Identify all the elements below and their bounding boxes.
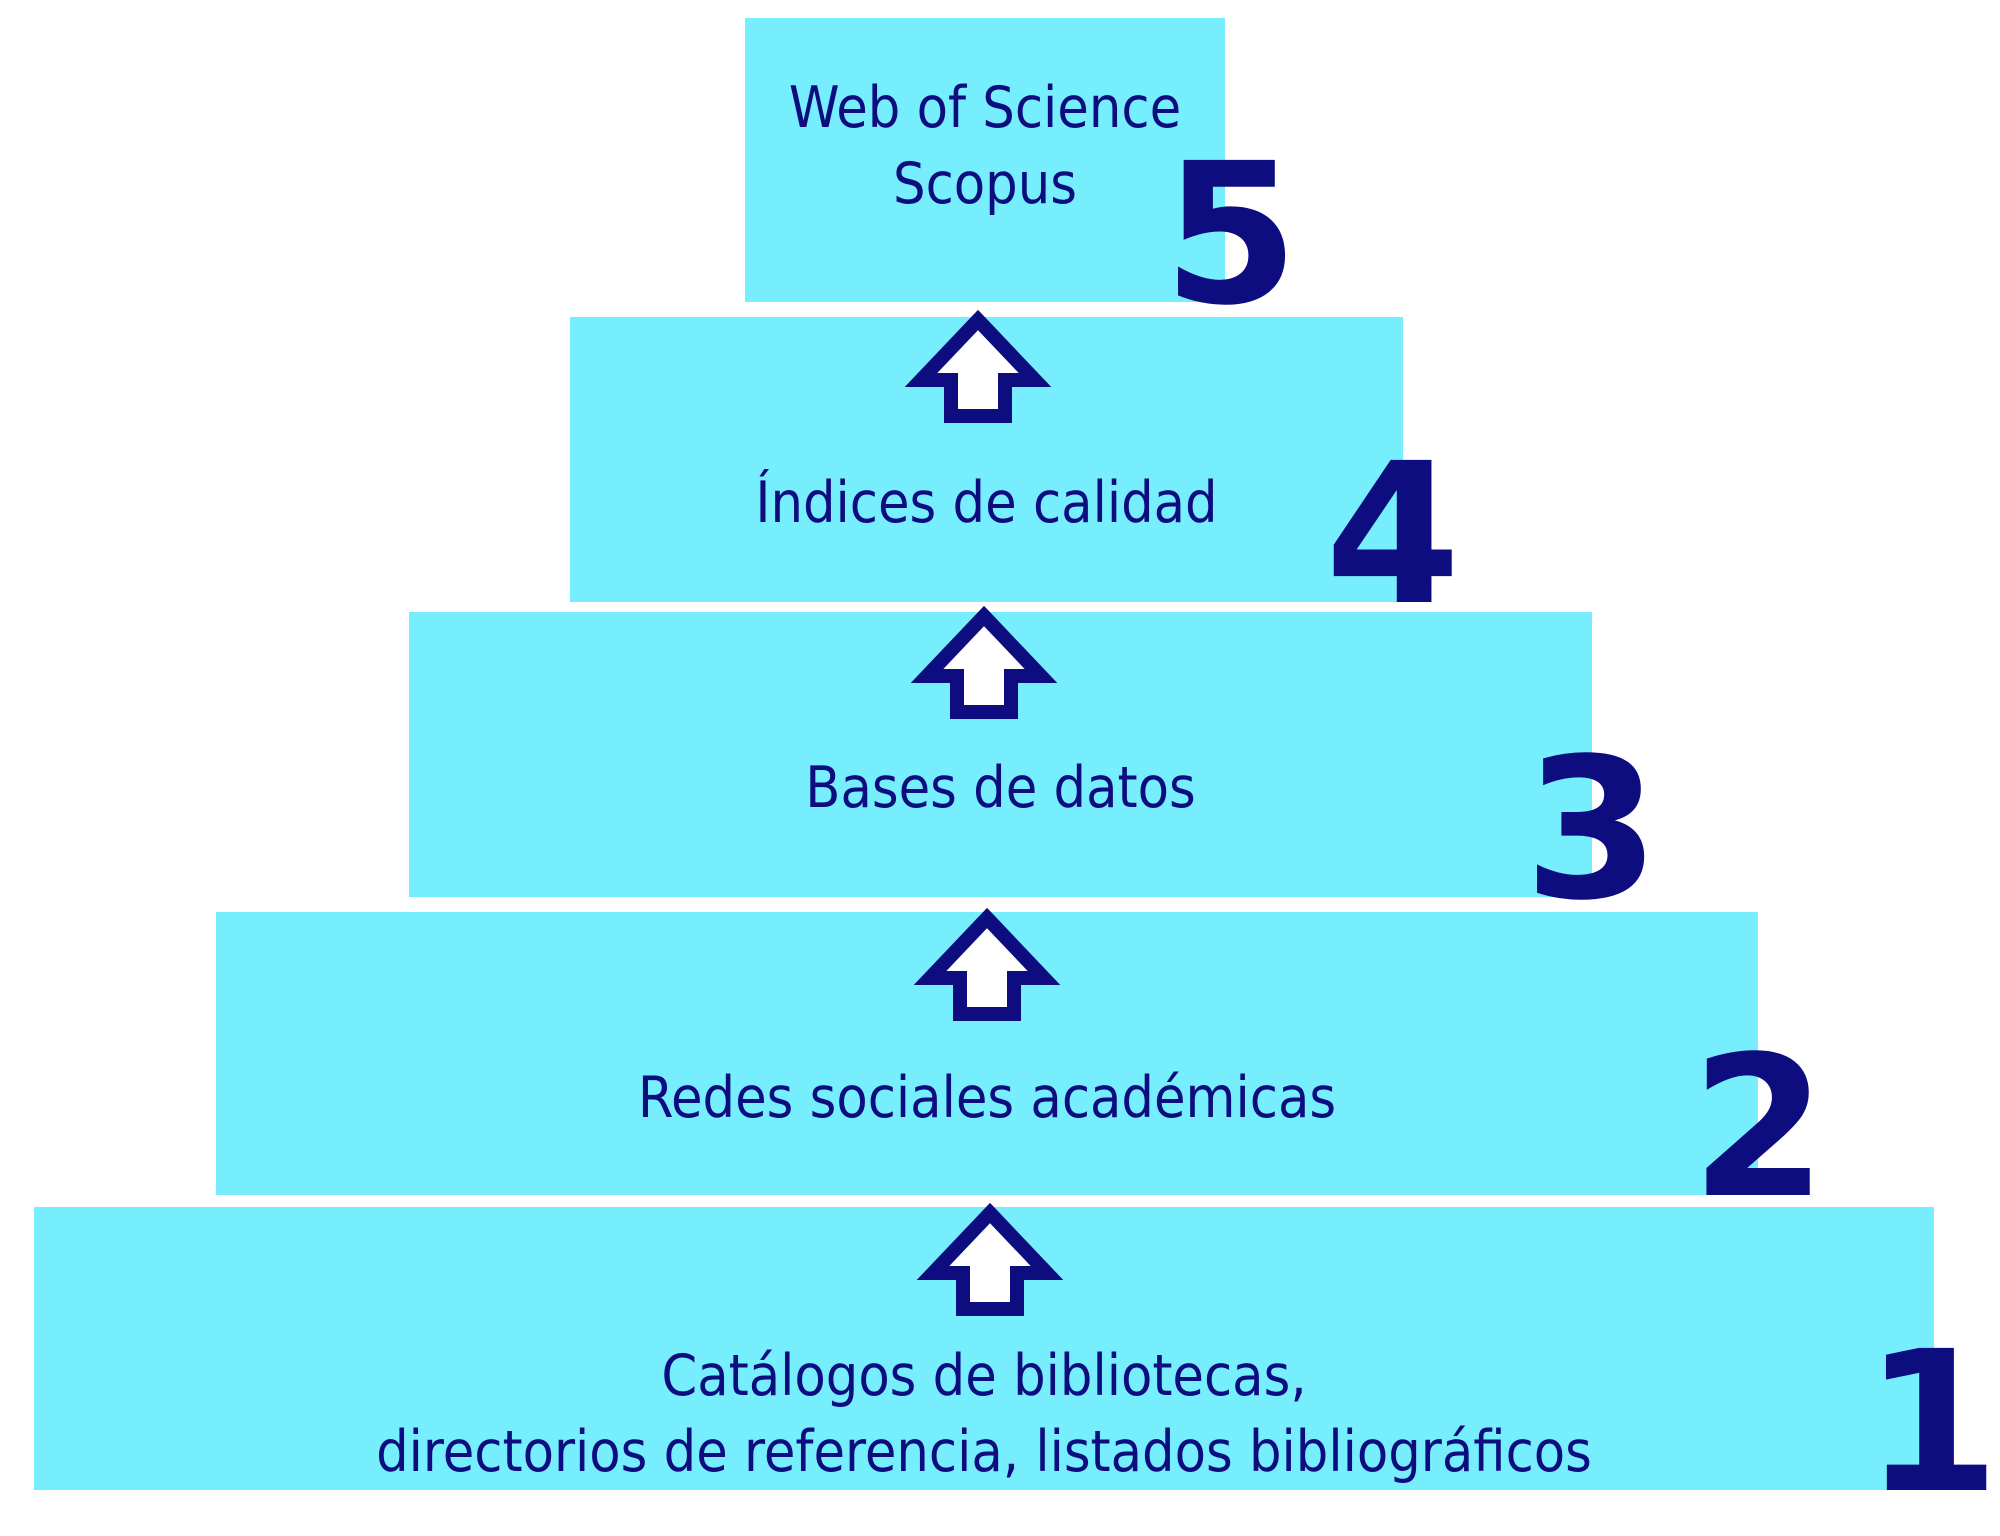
level-1-label: Catálogos de bibliotecas, directorios de… <box>34 1338 1934 1490</box>
level-4-line-1: Índices de calidad <box>755 470 1218 536</box>
level-3-line-1: Bases de datos <box>805 755 1196 821</box>
level-3-label: Bases de datos <box>409 750 1592 826</box>
level-3-box: Bases de datos 3 <box>409 612 1660 927</box>
level-5-number: 5 <box>1163 121 1299 348</box>
level-2-number: 2 <box>1691 1014 1827 1241</box>
level-2-line-1: Redes sociales académicas <box>637 1065 1337 1131</box>
level-1-line-1: Catálogos de bibliotecas, <box>661 1343 1307 1409</box>
up-arrow-icon <box>913 907 1061 1021</box>
level-2-label: Redes sociales académicas <box>216 1060 1758 1136</box>
up-arrow-icon <box>916 1202 1064 1316</box>
up-arrow-icon <box>904 309 1052 423</box>
level-5-line-2: Scopus <box>893 151 1077 217</box>
up-arrow-icon <box>910 605 1058 719</box>
level-1-number: 1 <box>1864 1309 2000 1536</box>
level-1-line-2: directorios de referencia, listados bibl… <box>376 1419 1592 1485</box>
level-5-box: Web of Science Scopus 5 <box>745 18 1299 332</box>
level-5-label: Web of Science Scopus <box>745 70 1225 222</box>
level-4-label: Índices de calidad <box>570 465 1403 541</box>
level-3-number: 3 <box>1524 716 1660 943</box>
level-4-number: 4 <box>1325 421 1461 648</box>
level-5-line-1: Web of Science <box>788 75 1182 141</box>
